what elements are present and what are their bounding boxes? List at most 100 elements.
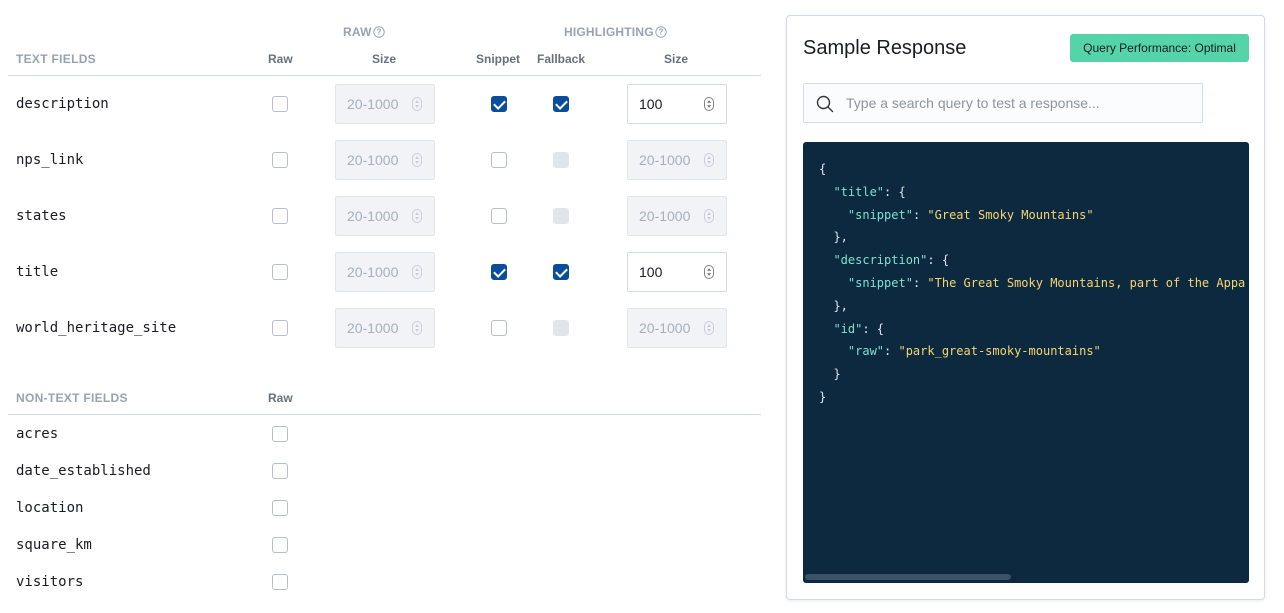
fallback-checkbox[interactable] — [553, 96, 569, 112]
code-line: "title": { — [833, 184, 906, 199]
raw-checkbox[interactable] — [272, 264, 288, 280]
stepper-icon — [704, 321, 714, 335]
highlight-size-input[interactable]: 100 — [627, 252, 727, 292]
svg-text:?: ? — [376, 28, 381, 37]
raw-checkbox[interactable] — [272, 537, 288, 553]
raw-size-input: 20-1000 — [335, 308, 435, 348]
raw-checkbox[interactable] — [272, 463, 288, 479]
field-name: states — [16, 208, 67, 224]
text-field-row: description 20-1000 100 — [0, 84, 775, 124]
snippet-column-header: Snippet — [476, 52, 520, 66]
snippet-checkbox[interactable] — [491, 264, 507, 280]
raw-checkbox[interactable] — [272, 574, 288, 590]
stepper-icon — [412, 97, 422, 111]
search-input[interactable] — [844, 84, 1194, 122]
code-line: }, — [819, 298, 848, 313]
highlighting-group-label: HIGHLIGHTING — [564, 25, 654, 39]
non-text-field-row: visitors — [0, 572, 775, 592]
code-line: "snippet": "Great Smoky Mountains" — [847, 207, 1094, 222]
field-name: location — [16, 500, 84, 516]
response-code-block: { "title": { "snippet": "Great Smoky Mou… — [803, 142, 1249, 583]
raw-group-header: RAW ? — [343, 25, 385, 39]
stepper-icon — [704, 153, 714, 167]
stepper-icon[interactable] — [704, 97, 714, 111]
stepper-icon — [412, 209, 422, 223]
raw-checkbox[interactable] — [272, 96, 288, 112]
snippet-checkbox[interactable] — [491, 96, 507, 112]
field-name: date_established — [16, 463, 151, 479]
text-field-row: nps_link 20-1000 20-1000 — [0, 140, 775, 180]
field-name: title — [16, 264, 59, 280]
non-text-raw-column-header: Raw — [268, 391, 293, 405]
panel-title: Sample Response — [803, 37, 967, 59]
fallback-checkbox — [553, 208, 569, 224]
sample-response-panel: Sample Response Query Performance: Optim… — [786, 15, 1265, 600]
non-text-fields-header: NON-TEXT FIELDS — [16, 391, 128, 405]
code-line: "raw": "park_great-smoky-mountains" — [847, 344, 1101, 359]
horizontal-scrollbar[interactable] — [805, 574, 1245, 580]
highlight-size-input: 20-1000 — [627, 196, 727, 236]
search-field[interactable] — [803, 83, 1203, 123]
highlighting-group-header: HIGHLIGHTING ? — [564, 25, 667, 39]
stepper-icon — [704, 209, 714, 223]
raw-checkbox[interactable] — [272, 426, 288, 442]
highlight-size-input[interactable]: 100 — [627, 84, 727, 124]
highlight-size-input: 20-1000 — [627, 308, 727, 348]
text-field-row: title 20-1000 100 — [0, 252, 775, 292]
header-divider — [8, 75, 761, 76]
svg-text:?: ? — [658, 28, 663, 37]
code-line: } — [819, 367, 841, 382]
text-field-row: world_heritage_site 20-1000 20-1000 — [0, 308, 775, 348]
code-line: }, — [819, 230, 848, 245]
search-icon — [816, 95, 834, 113]
raw-size-input: 20-1000 — [335, 196, 435, 236]
snippet-checkbox[interactable] — [491, 152, 507, 168]
raw-size-column-header: Size — [372, 52, 397, 66]
non-text-field-row: location — [0, 498, 775, 518]
fallback-column-header: Fallback — [537, 52, 586, 66]
non-text-field-row: acres — [0, 424, 775, 444]
fallback-checkbox — [553, 320, 569, 336]
raw-checkbox[interactable] — [272, 320, 288, 336]
raw-checkbox[interactable] — [272, 208, 288, 224]
query-performance-badge: Query Performance: Optimal — [1070, 34, 1249, 62]
text-field-row: states 20-1000 20-1000 — [0, 196, 775, 236]
fallback-checkbox — [553, 152, 569, 168]
response-json: { "title": { "snippet": "Great Smoky Mou… — [819, 158, 1245, 409]
raw-column-header: Raw — [268, 52, 293, 66]
highlight-size-input: 20-1000 — [627, 140, 727, 180]
code-line: "id": { — [833, 321, 885, 336]
stepper-icon — [412, 265, 422, 279]
non-text-header-divider — [8, 414, 761, 415]
snippet-checkbox[interactable] — [491, 320, 507, 336]
fallback-checkbox[interactable] — [553, 264, 569, 280]
code-line: { — [819, 162, 827, 176]
stepper-icon — [412, 321, 422, 335]
code-line: } — [819, 389, 827, 404]
non-text-field-row: date_established — [0, 461, 775, 481]
help-icon[interactable]: ? — [655, 26, 667, 38]
raw-size-input: 20-1000 — [335, 252, 435, 292]
raw-checkbox[interactable] — [272, 500, 288, 516]
text-fields-header: TEXT FIELDS — [16, 52, 96, 66]
highlight-size-column-header: Size — [664, 52, 689, 66]
code-line: "description": { — [833, 253, 950, 268]
field-name: square_km — [16, 537, 92, 553]
scrollbar-thumb[interactable] — [805, 574, 1011, 580]
raw-size-input: 20-1000 — [335, 140, 435, 180]
field-name: world_heritage_site — [16, 320, 177, 336]
code-line: "snippet": "The Great Smoky Mountains, p… — [847, 275, 1246, 290]
stepper-icon — [412, 153, 422, 167]
stepper-icon[interactable] — [704, 265, 714, 279]
field-name: nps_link — [16, 152, 84, 168]
field-name: acres — [16, 426, 59, 442]
raw-size-input: 20-1000 — [335, 84, 435, 124]
help-icon[interactable]: ? — [372, 26, 385, 38]
field-name: visitors — [16, 574, 84, 590]
result-settings-table: RAW ? HIGHLIGHTING ? TEXT FIELDS Raw Siz… — [0, 0, 775, 613]
non-text-field-row: square_km — [0, 535, 775, 555]
field-name: description — [16, 96, 109, 112]
snippet-checkbox[interactable] — [491, 208, 507, 224]
raw-checkbox[interactable] — [272, 152, 288, 168]
raw-group-label: RAW — [343, 25, 372, 39]
